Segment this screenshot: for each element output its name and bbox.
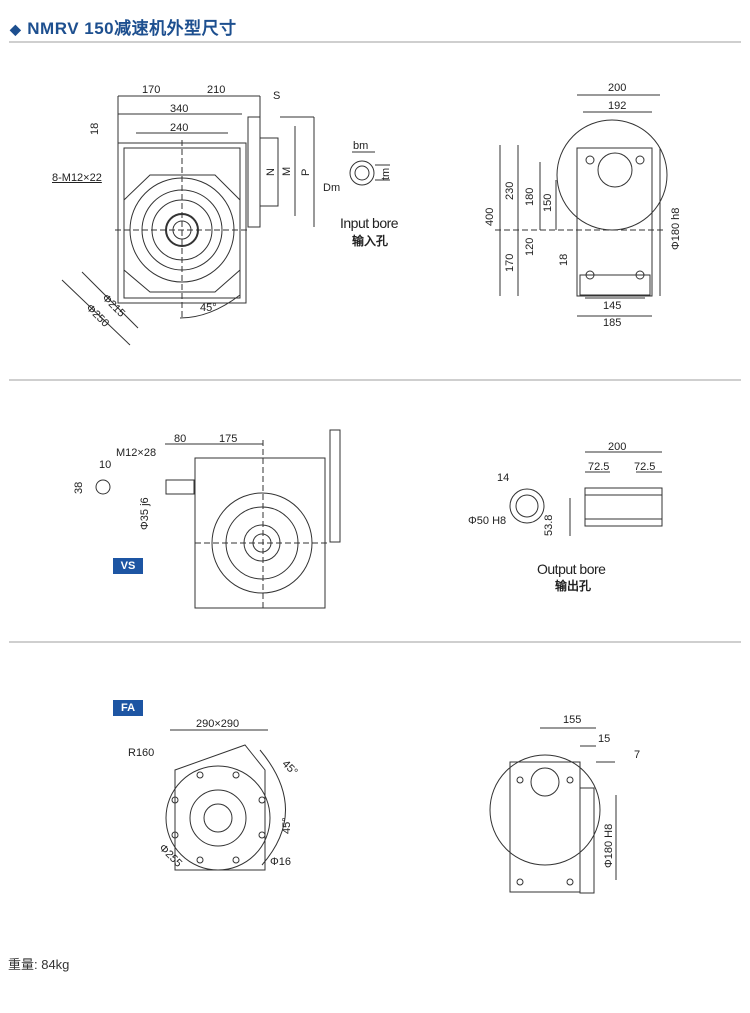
dim-14: 14 (497, 472, 510, 484)
dim-210: 210 (207, 84, 226, 96)
dim-170-side: 170 (504, 253, 516, 272)
dim-18: 18 (89, 122, 101, 135)
dim-dm: Dm (323, 182, 341, 194)
vs-drawing (95, 429, 341, 610)
dim-phi50: Φ50 H8 (468, 515, 507, 527)
dim-m: M (281, 166, 293, 176)
dim-18-side: 18 (558, 253, 570, 266)
dim-230: 230 (504, 181, 516, 200)
weight-label: 重量: 84kg (8, 957, 70, 972)
dim-n: N (265, 168, 277, 176)
dim-bm: bm (353, 140, 369, 152)
dim-angle: 45° (200, 302, 217, 314)
front-view-drawing (61, 95, 315, 346)
page-title-text: NMRV 150减速机外型尺寸 (27, 19, 237, 38)
input-bore-drawing (349, 151, 390, 186)
dim-170: 170 (142, 84, 161, 96)
dim-340: 340 (170, 103, 189, 115)
fa-side-drawing (489, 727, 617, 894)
diamond-bullet-icon: ◆ (10, 21, 22, 37)
divider (9, 379, 741, 381)
output-bore-caption-cn: 输出孔 (555, 579, 592, 593)
dim-180: 180 (524, 187, 536, 206)
dim-240: 240 (170, 122, 189, 134)
dim-72-5-left: 72.5 (588, 461, 610, 473)
dim-phi180-h8: Φ180 H8 (603, 823, 615, 868)
dim-185: 185 (603, 317, 622, 329)
dim-200-out: 200 (608, 441, 627, 453)
dim-53-8: 53.8 (543, 514, 555, 536)
dim-square: 290×290 (196, 718, 240, 730)
divider (9, 641, 741, 643)
dim-p: P (300, 168, 312, 176)
dim-phi16: Φ16 (270, 856, 292, 868)
dim-145: 145 (603, 300, 622, 312)
dim-200: 200 (608, 82, 627, 94)
dim-10: 10 (99, 459, 112, 471)
side-view-drawing (495, 94, 668, 317)
input-bore-caption: Input bore (340, 215, 399, 231)
dim-400: 400 (484, 207, 496, 226)
output-bore-drawing (509, 451, 663, 536)
input-bore-caption-cn: 输入孔 (352, 234, 389, 248)
dim-angle-2: 45° (281, 817, 293, 834)
dim-phi180: Φ180 h8 (670, 207, 682, 250)
dim-175: 175 (219, 433, 238, 445)
output-bore-caption: Output bore (537, 561, 606, 577)
dim-155: 155 (563, 714, 582, 726)
dim-80: 80 (174, 433, 187, 445)
dim-72-5-right: 72.5 (634, 461, 656, 473)
divider (9, 41, 741, 43)
dim-r160: R160 (128, 747, 155, 759)
vs-badge: VS (113, 558, 143, 574)
dim-thread: M12×28 (116, 447, 157, 459)
page-title: ◆ NMRV 150减速机外型尺寸 (10, 14, 237, 39)
dim-120: 120 (524, 237, 536, 256)
fa-badge: FA (113, 700, 143, 716)
fa-drawing (165, 729, 286, 871)
bolt-spec: 8-M12×22 (52, 172, 102, 184)
dim-phi35: Φ35 j6 (139, 497, 151, 530)
dim-38: 38 (73, 481, 85, 494)
dim-7: 7 (634, 749, 641, 761)
dim-15: 15 (598, 733, 611, 745)
dim-s: S (273, 90, 281, 102)
dim-tm: tm (380, 167, 392, 180)
dim-192: 192 (608, 100, 627, 112)
dim-150: 150 (542, 193, 554, 212)
